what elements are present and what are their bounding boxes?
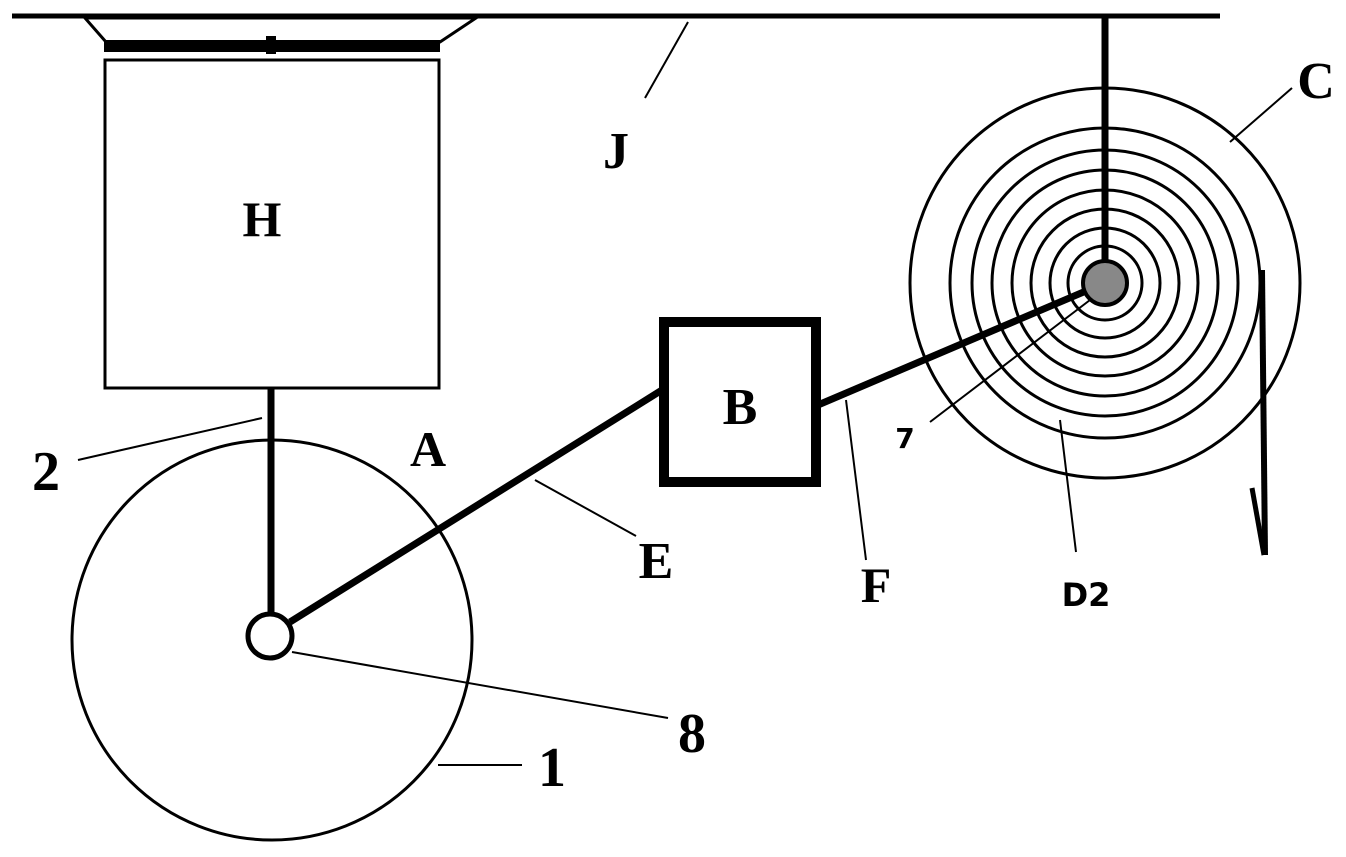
label-d2: D2: [1062, 576, 1111, 614]
mount-bracket: [85, 18, 476, 42]
hub-8-leader: [292, 652, 668, 718]
spiral-core: [1083, 261, 1127, 305]
label-j: J: [603, 123, 629, 180]
label-h: H: [243, 191, 282, 247]
label-a: A: [410, 421, 446, 477]
link-e: [290, 390, 662, 622]
label-c: C: [1297, 53, 1335, 110]
spring-tail: [1262, 270, 1265, 555]
link-f-leader: [846, 400, 866, 560]
label-b: B: [723, 379, 758, 436]
label-2: 2: [32, 441, 60, 503]
spring-c-leader: [1230, 88, 1292, 142]
label-7: 7: [895, 422, 914, 455]
link-e-leader: [535, 480, 636, 536]
shaft-2-leader: [78, 418, 262, 460]
label-8: 8: [678, 703, 706, 765]
mount-bolt: [266, 36, 276, 54]
label-d2-leader: [1060, 420, 1076, 552]
hub-8: [248, 614, 292, 658]
label-1: 1: [538, 737, 566, 799]
label-f: F: [861, 557, 892, 613]
label-e: E: [639, 533, 674, 590]
rail-j-leader: [645, 22, 688, 98]
